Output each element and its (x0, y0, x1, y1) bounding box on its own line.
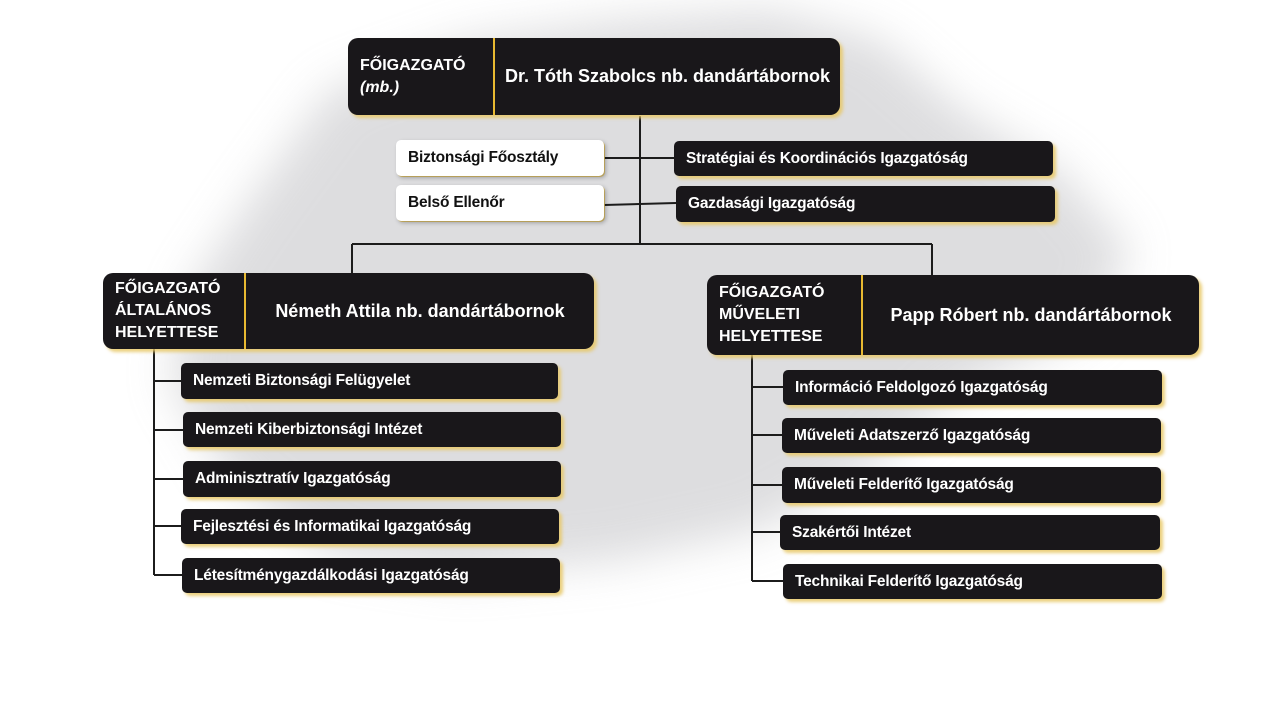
operational-unit-expert-institute: Szakértői Intézet (780, 515, 1160, 550)
director-box: FŐIGAZGATÓ (mb.) Dr. Tóth Szabolcs nb. d… (348, 38, 840, 115)
general-unit-development-it-directorate: Fejlesztési és Informatikai Igazgatóság (181, 509, 559, 544)
staff-strategic-coordination: Stratégiai és Koordinációs Igazgatóság (674, 141, 1053, 176)
director-title: FŐIGAZGATÓ (360, 56, 466, 74)
director-role: FŐIGAZGATÓ (mb.) (348, 38, 495, 115)
general-unit-national-security-supervision: Nemzeti Biztonsági Felügyelet (181, 363, 558, 399)
operational-deputy-title-line: HELYETTESE (719, 328, 823, 345)
operational-deputy-role: FŐIGAZGATÓ MŰVELETI HELYETTESE (707, 275, 863, 355)
operational-unit-information-processing: Információ Feldolgozó Igazgatóság (783, 370, 1162, 405)
operational-unit-data-collection: Műveleti Adatszerző Igazgatóság (782, 418, 1161, 453)
operational-deputy-box: FŐIGAZGATÓ MŰVELETI HELYETTESE Papp Róbe… (707, 275, 1199, 355)
operational-deputy-title-line: FŐIGAZGATÓ (719, 284, 825, 301)
general-unit-administrative-directorate: Adminisztratív Igazgatóság (183, 461, 561, 497)
staff-internal-auditor: Belső Ellenőr (396, 185, 604, 221)
director-name: Dr. Tóth Szabolcs nb. dandártábornok (505, 66, 831, 86)
general-deputy-box: FŐIGAZGATÓ ÁLTALÁNOS HELYETTESE Németh A… (103, 273, 594, 349)
general-unit-facility-management-directorate: Létesítménygazdálkodási Igazgatóság (182, 558, 560, 593)
general-deputy-name: Németh Attila nb. dandártábornok (275, 300, 565, 321)
general-deputy-title-line: HELYETTESE (115, 324, 219, 341)
operational-deputy-name: Papp Róbert nb. dandártábornok (890, 304, 1172, 325)
operational-unit-technical-reconnaissance: Technikai Felderítő Igazgatóság (783, 564, 1162, 599)
general-unit-cybersecurity-institute: Nemzeti Kiberbiztonsági Intézet (183, 412, 561, 447)
operational-unit-reconnaissance: Műveleti Felderítő Igazgatóság (782, 467, 1161, 503)
general-deputy-role: FŐIGAZGATÓ ÁLTALÁNOS HELYETTESE (103, 273, 246, 349)
operational-deputy-title-line: MŰVELETI (719, 306, 800, 323)
director-subtitle: (mb.) (360, 78, 400, 96)
general-deputy-title-line: FŐIGAZGATÓ (115, 280, 221, 297)
staff-security-department: Biztonsági Főosztály (396, 140, 604, 176)
general-deputy-title-line: ÁLTALÁNOS (115, 302, 212, 319)
staff-economic-directorate: Gazdasági Igazgatóság (676, 186, 1055, 222)
